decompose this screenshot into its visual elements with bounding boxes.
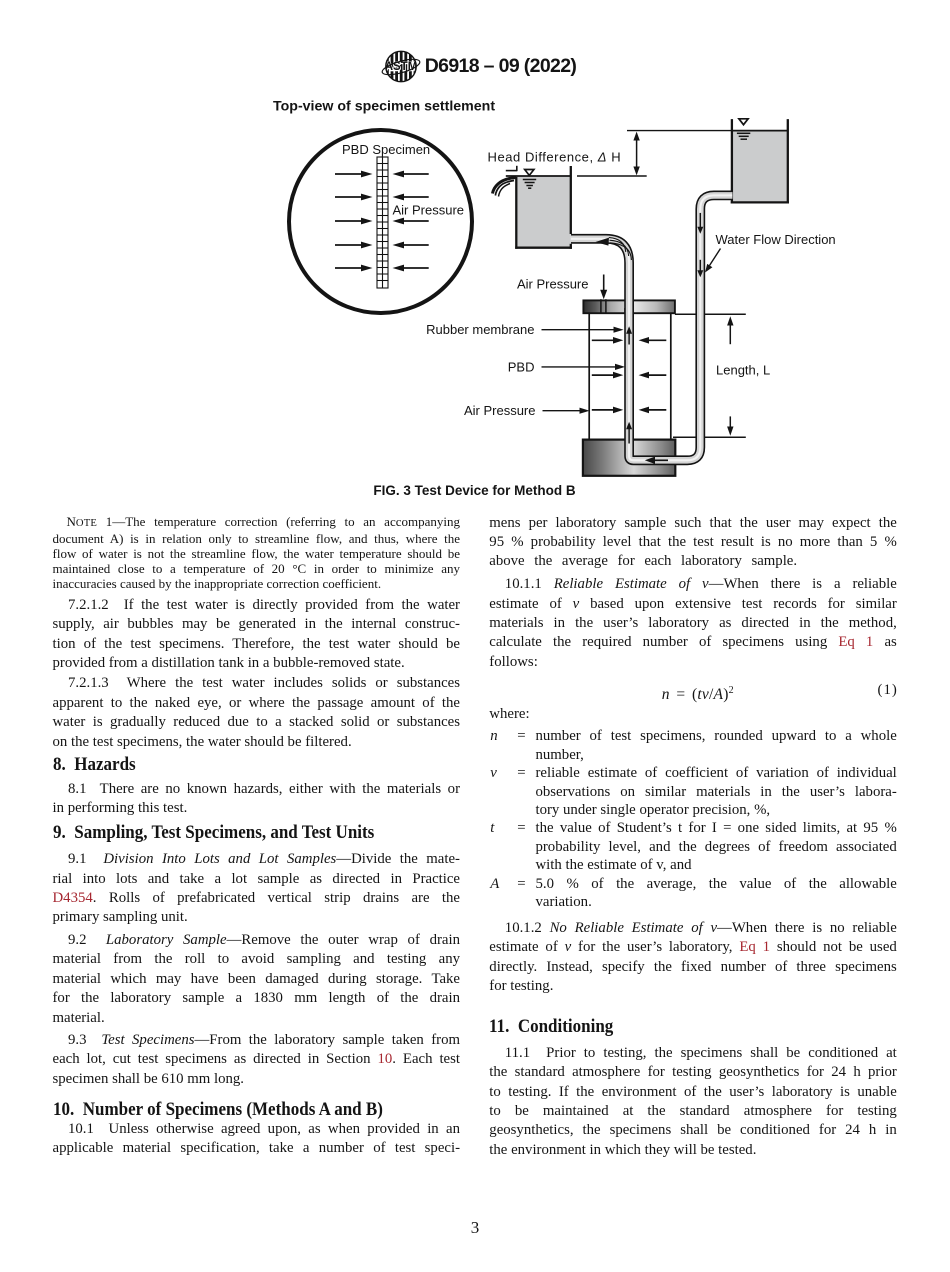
svg-text:ASTM: ASTM	[385, 61, 418, 73]
svg-text:Air Pressure: Air Pressure	[393, 203, 465, 218]
svg-text:Length, L: Length, L	[716, 363, 770, 378]
svg-text:Air Pressure: Air Pressure	[517, 277, 589, 292]
svg-text:Air Pressure: Air Pressure	[464, 403, 536, 418]
svg-text:Top-view of specimen settlemen: Top-view of specimen settlement	[273, 99, 495, 115]
svg-text:Rubber membrane: Rubber membrane	[426, 322, 534, 337]
svg-text:D6918 – 09 (2022): D6918 – 09 (2022)	[425, 55, 577, 77]
svg-text:PBD: PBD	[508, 359, 535, 374]
svg-text:Water Flow Direction: Water Flow Direction	[716, 232, 836, 247]
svg-text:PBD Specimen: PBD Specimen	[342, 142, 430, 157]
svg-text:Head Difference, Δ H: Head Difference, Δ H	[488, 150, 622, 165]
svg-text:FIG. 3 Test Device for Method: FIG. 3 Test Device for Method B	[373, 483, 576, 498]
